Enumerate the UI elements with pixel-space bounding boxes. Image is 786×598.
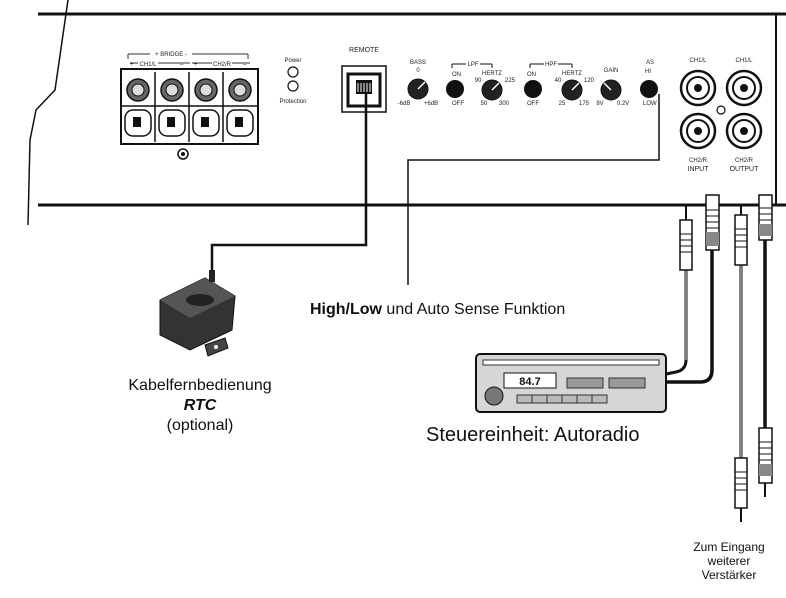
hpf-switch: HPF ON OFF [524, 60, 573, 107]
radio-display: 84.7 [519, 376, 540, 388]
input-ch1-label: CH1/L [689, 58, 707, 64]
rtc-caption: Kabelfernbedienung RTC (optional) [100, 376, 300, 436]
input-ch2-label: CH2/R [689, 158, 708, 164]
bridge-label: + BRIDGE - [155, 52, 187, 58]
terminal-sockets [124, 109, 254, 137]
svg-text:HERTZ: HERTZ [562, 71, 582, 77]
svg-text:8V: 8V [596, 101, 603, 107]
svg-text:50: 50 [481, 101, 488, 107]
rtc-line3: (optional) [166, 417, 234, 434]
highlow-pointer [407, 94, 660, 285]
auto-sense-switch: AS HI LOW [640, 60, 658, 107]
lpf-hertz-knob: HERTZ 90 225 50 300 [475, 71, 516, 107]
speaker-terminals: + BRIDGE - + – + – CH1/L CH2/R [120, 50, 259, 160]
protection-led [287, 80, 299, 92]
terminal-ch2-label: CH2/R [213, 62, 232, 68]
svg-text:175: 175 [579, 101, 590, 107]
terminal-ch1-label: CH1/L [139, 62, 157, 68]
rtc-remote-icon [159, 270, 236, 357]
gain-knob: GAIN 8V 0.2V [596, 68, 629, 107]
svg-text:OFF: OFF [452, 101, 464, 107]
rca-cables [665, 240, 767, 458]
svg-text:40: 40 [555, 78, 562, 84]
rtc-line2: RTC [183, 397, 217, 414]
svg-text:300: 300 [499, 101, 510, 107]
svg-text:LPF: LPF [467, 62, 478, 68]
further-line1: Zum Eingang [693, 540, 765, 554]
svg-text:ON: ON [452, 72, 461, 78]
remote-label: REMOTE [349, 47, 379, 54]
hpf-hertz-knob: HERTZ 40 120 25 175 [555, 71, 595, 107]
power-label: Power [284, 58, 301, 64]
svg-text:–: – [243, 62, 247, 68]
break-line [27, 0, 69, 226]
svg-text:OFF: OFF [527, 101, 539, 107]
highlow-caption: High/Low und Auto Sense Funktion [310, 301, 670, 319]
rca-jacks: CH1/L CH1/L CH2/R CH2/R INPUT OUTPUT [679, 58, 763, 173]
svg-text:0.2V: 0.2V [617, 101, 629, 107]
further-line2: weiterer [707, 554, 751, 568]
amplifier-panel [27, 0, 786, 226]
further-amps-caption: Zum Eingang weiterer Verstärker [675, 540, 783, 582]
svg-text:HI: HI [645, 69, 651, 75]
svg-text:-6dB: -6dB [398, 101, 411, 107]
protection-label: Protection [279, 99, 306, 105]
head-unit-caption: Steuereinheit: Autoradio [426, 424, 716, 447]
bass-knob: BASS 0 -6dB +6dB [398, 60, 438, 107]
rca-plugs [679, 194, 773, 522]
svg-text:–: – [180, 62, 184, 68]
svg-text:GAIN: GAIN [604, 68, 619, 74]
svg-text:+: + [194, 62, 198, 68]
remote-jack: REMOTE [341, 47, 387, 113]
status-leds: Power Protection [279, 58, 306, 105]
input-label: INPUT [688, 166, 710, 173]
svg-text:+: + [130, 62, 134, 68]
further-line3: Verstärker [701, 568, 757, 582]
svg-text:LOW: LOW [643, 101, 657, 107]
rtc-line1: Kabelfernbedienung [128, 377, 272, 394]
svg-text:HERTZ: HERTZ [482, 71, 502, 77]
terminal-screws [126, 78, 252, 102]
svg-text:ON: ON [527, 72, 536, 78]
svg-text:120: 120 [584, 78, 595, 84]
svg-text:90: 90 [475, 78, 482, 84]
output-ch2-label: CH2/R [735, 158, 754, 164]
svg-text:225: 225 [505, 78, 516, 84]
remote-cable [210, 92, 368, 275]
lpf-switch: LPF ON OFF [446, 60, 493, 107]
svg-text:AS: AS [646, 60, 654, 66]
output-ch1-label: CH1/L [735, 58, 753, 64]
svg-text:+6dB: +6dB [424, 101, 438, 107]
svg-text:25: 25 [559, 101, 566, 107]
highlow-bold: High/Low [310, 301, 382, 318]
head-unit-label: Steuereinheit: Autoradio [426, 424, 640, 446]
output-label: OUTPUT [730, 166, 760, 173]
car-radio: 84.7 [475, 353, 667, 413]
svg-text:BASS: BASS [410, 60, 426, 66]
svg-text:0: 0 [416, 68, 420, 74]
highlow-rest: und Auto Sense Funktion [381, 301, 566, 318]
svg-text:HPF: HPF [545, 62, 557, 68]
power-led [287, 66, 299, 78]
